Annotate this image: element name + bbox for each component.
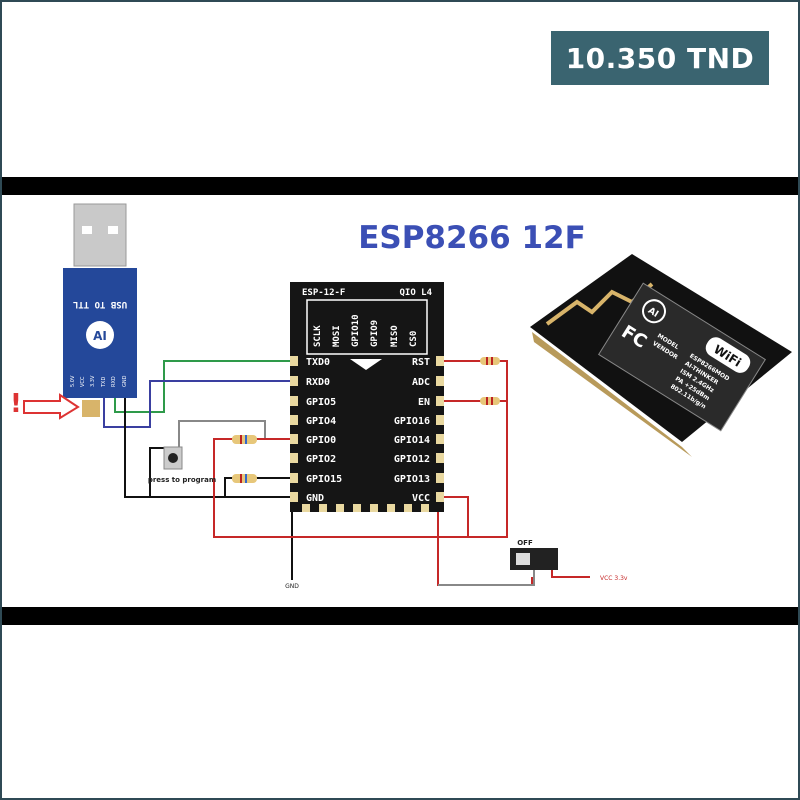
chip-pad: [290, 415, 298, 425]
svg-text:MISO: MISO: [390, 325, 400, 347]
switch-label: OFF: [517, 539, 533, 547]
chip-pad: [387, 504, 395, 512]
svg-text:5.0V: 5.0V: [70, 375, 76, 387]
chip-pad: [290, 396, 298, 406]
vcc-wire: [444, 496, 469, 537]
resistor-icon: [232, 474, 257, 483]
arrow-right-icon: [23, 393, 80, 420]
chip-pin-label-left: GND: [306, 493, 324, 504]
adapter-label: USB TO TTL: [72, 299, 127, 309]
svg-text:RXD: RXD: [111, 376, 117, 387]
chip-pin-label-left: GPIO15: [306, 474, 342, 485]
adapter-logo-icon: [86, 321, 114, 349]
gnd-wire: [124, 397, 298, 498]
chip-pin-label-left: RXD0: [306, 377, 330, 388]
push-button-icon: [163, 446, 183, 470]
chip-pin-label-right: GPIO14: [394, 435, 430, 446]
chip-pin-label-right: GPIO16: [394, 416, 430, 427]
svg-text:3.3V: 3.3V: [90, 375, 96, 387]
chip-header-right: QIO L4: [399, 288, 432, 298]
chip-pad: [436, 453, 444, 463]
top-divider-bar: [2, 177, 798, 195]
svg-text:TXD: TXD: [101, 377, 107, 388]
chip-top-pin-labels: SCLK MOSI GPIO10 GPIO9 MISO CS0: [313, 314, 419, 347]
adapter-logo-text: AI: [93, 329, 107, 343]
svg-text:GPIO10: GPIO10: [351, 314, 361, 347]
vcc-label: VCC 3.3v: [600, 575, 628, 582]
tx-wire: [114, 360, 298, 413]
module-logo: AI: [646, 306, 660, 320]
chip-pad: [302, 504, 310, 512]
chip-header-left: ESP-12-F: [302, 288, 345, 298]
bottom-divider-bar: [2, 607, 798, 625]
chip-pad: [336, 504, 344, 512]
resistor-icon: [232, 435, 257, 444]
chip-pin-label-left: GPIO5: [306, 397, 336, 408]
vcc33-wire: [551, 570, 590, 578]
chip-pad: [290, 434, 298, 444]
chip-pin-label-right: EN: [418, 397, 430, 408]
svg-text:GND: GND: [122, 375, 128, 387]
chip-pad: [290, 473, 298, 483]
chip-pad: [404, 504, 412, 512]
esp12f-chip: ESP-12-F QIO L4 SCLK MOSI GPIO10 GPIO9 M…: [290, 282, 444, 512]
chip-pad: [290, 356, 298, 366]
chip-pin-label-right: RST: [412, 357, 430, 368]
chip-pin-label-left: GPIO4: [306, 416, 336, 427]
chip-pad: [436, 473, 444, 483]
svg-text:MOSI: MOSI: [332, 325, 342, 347]
chip-pin-label-right: ADC: [412, 377, 430, 388]
chip-pad: [353, 504, 361, 512]
warning-mark: !: [10, 389, 22, 419]
adapter-pin-labels: 5.0V VCC 3.3V TXD RXD GND: [70, 375, 128, 388]
chip-pad: [421, 504, 429, 512]
gpio15-res-wire: [224, 477, 298, 497]
chip-pad: [319, 504, 327, 512]
chip-pin-label-right: VCC: [412, 493, 430, 504]
chip-pad: [436, 434, 444, 444]
resistor-icon: [480, 357, 500, 365]
chip-pad: [436, 356, 444, 366]
slide-switch-icon: [510, 548, 558, 570]
chip-pad: [436, 376, 444, 386]
usb-ttl-adapter: AI USB TO TTL 5.0V VCC 3.3V TXD RXD GND: [63, 203, 137, 417]
esp8266-module-photo: AI WiFi FC MODEL VENDOR ESP8266MOD AI-TH…: [530, 254, 792, 457]
chip-pin-label-left: GPIO0: [306, 435, 336, 446]
ai-logo-icon: [642, 299, 667, 324]
switch-gray-wire: [438, 570, 535, 586]
chip-pad: [290, 453, 298, 463]
svg-text:SCLK: SCLK: [313, 325, 323, 347]
resistor-icon: [480, 397, 500, 405]
diagram-title: ESP8266 12F: [358, 220, 586, 256]
chip-pad: [290, 492, 298, 502]
chip-pin-label-left: TXD0: [306, 357, 330, 368]
button-gnd-wire: [149, 447, 165, 497]
chip-pad: [436, 492, 444, 502]
chip-pin-label-left: GPIO2: [306, 454, 336, 465]
svg-text:VCC: VCC: [80, 376, 86, 387]
chip-pad: [290, 376, 298, 386]
chip-pad: [370, 504, 378, 512]
chip-pin-label-right: GPIO13: [394, 474, 430, 485]
chip-pad: [436, 396, 444, 406]
svg-text:GPIO9: GPIO9: [370, 320, 380, 347]
button-label: press to program: [148, 476, 216, 484]
gnd-label: GND: [285, 583, 299, 590]
svg-text:CS0: CS0: [409, 331, 419, 347]
chip-pad: [436, 415, 444, 425]
rx-wire: [103, 380, 298, 428]
chip-pin-label-right: GPIO12: [394, 454, 430, 465]
wifi-logo-icon: [705, 337, 751, 373]
price-badge: 10.350 TND: [551, 31, 769, 85]
rst-wire: [444, 360, 508, 401]
